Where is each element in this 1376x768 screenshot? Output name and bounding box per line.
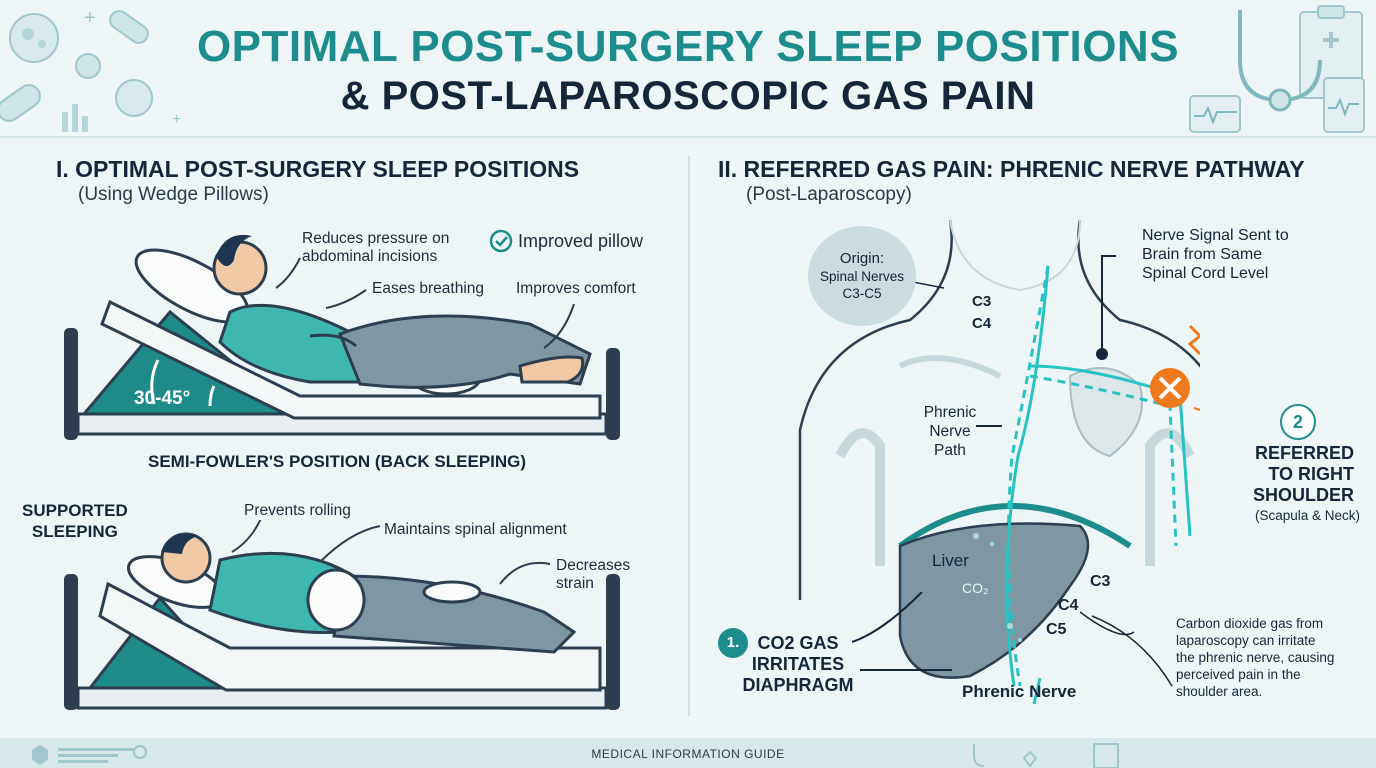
co2-irritates-label: CO2 GAS IRRITATES DIAPHRAGM: [742, 633, 854, 695]
footer-logo-icon: [32, 745, 147, 765]
step-2-badge: 2: [1280, 404, 1316, 440]
scapula: [1068, 367, 1143, 458]
right-section-subtitle: (Post-Laparoscopy): [746, 184, 912, 205]
section-divider: [688, 156, 690, 716]
back-sleeping-illustration: [64, 234, 620, 440]
bacteria-icon: [109, 10, 149, 44]
header-divider: [0, 136, 1376, 138]
explanation-text: Carbon dioxide gas from laparoscopy can …: [1176, 616, 1335, 699]
page-title-line1: OPTIMAL POST-SURGERY SLEEP POSITIONS: [196, 22, 1180, 71]
footer-bar: [0, 738, 1376, 768]
body-outline-right: [1077, 219, 1200, 368]
semi-fowler-label: SEMI-FOWLER'S POSITION (BACK SLEEPING): [148, 452, 527, 471]
nerve-c5-label: C5: [1046, 621, 1067, 638]
referred-shoulder-sub: (Scapula & Neck): [1254, 508, 1360, 523]
bed-headboard: [64, 328, 78, 440]
phrenic-nerve-label: Phrenic Nerve: [962, 682, 1077, 701]
side-sleeping-illustration: [64, 520, 620, 710]
signal-marker: [1096, 348, 1108, 360]
microbe-icon: [75, 53, 101, 79]
pill-icon: [0, 84, 41, 122]
step1-arrows: [852, 592, 952, 671]
left-section-title: I. OPTIMAL POST-SURGERY SLEEP POSITIONS: [56, 156, 580, 182]
svg-text:+: +: [172, 111, 181, 128]
check-circle-icon: [489, 229, 513, 253]
phrenic-nerve-line: [1005, 265, 1050, 687]
footer-text: MEDICAL INFORMATION GUIDE: [591, 747, 785, 761]
referred-shoulder-label: REFERRED TO RIGHT SHOULDER: [1252, 443, 1354, 505]
supported-sleeping-heading: SUPPORTED SLEEPING: [22, 501, 128, 541]
angle-label: 30-45°: [134, 388, 191, 409]
decreases-strain-label: Decreases strain: [556, 557, 631, 592]
co2-label: CO₂: [962, 580, 989, 596]
liver: [898, 522, 1090, 679]
origin-title: Origin:: [839, 250, 885, 267]
mattress: [100, 299, 602, 420]
cell-icon: [9, 13, 59, 63]
improved-pillow-label: Improved pillow: [518, 231, 644, 251]
improves-comfort-label: Improves comfort: [516, 280, 636, 297]
monitor-icon: [1189, 95, 1241, 133]
svg-text:+: +: [84, 7, 96, 29]
liver-label: Liver: [932, 551, 969, 570]
nerve-c3-label: C3: [1090, 573, 1111, 590]
footer-right-decoration: [973, 743, 1119, 768]
origin-subtitle: Spinal Nerves C3-C5: [819, 269, 905, 301]
page-title-line2: & POST-LAPAROSCOPIC GAS PAIN: [340, 74, 1036, 118]
maintains-alignment-label: Maintains spinal alignment: [384, 521, 567, 538]
bed-footboard: [606, 348, 620, 440]
phrenic-nerve-diagram: [798, 219, 1200, 705]
virus-icon: [115, 79, 153, 117]
step-1-badge: 1.: [718, 628, 748, 658]
prevents-rolling-label: Prevents rolling: [244, 502, 351, 519]
body-outline-left: [798, 219, 953, 600]
side-mattress: [98, 581, 602, 692]
left-section-subtitle: (Using Wedge Pillows): [78, 184, 269, 205]
nerve-c4-label: C4: [1058, 597, 1079, 614]
right-section-title: II. REFERRED GAS PAIN: PHRENIC NERVE PAT…: [718, 156, 1305, 182]
vertebra-c4-label: C4: [972, 315, 992, 332]
eases-breathing-label: Eases breathing: [372, 280, 485, 297]
reduces-pressure-label: Reduces pressure on abdominal incisions: [302, 230, 450, 265]
header-right-decoration: [1189, 5, 1365, 133]
origin-badge: [808, 226, 916, 326]
phrenic-path-label: Phrenic Nerve Path: [923, 404, 977, 459]
nerve-signal-label: Nerve Signal Sent to Brain from Same Spi…: [1142, 227, 1289, 282]
vertebra-c3-label: C3: [972, 293, 992, 310]
header-left-decoration: + +: [0, 7, 181, 132]
